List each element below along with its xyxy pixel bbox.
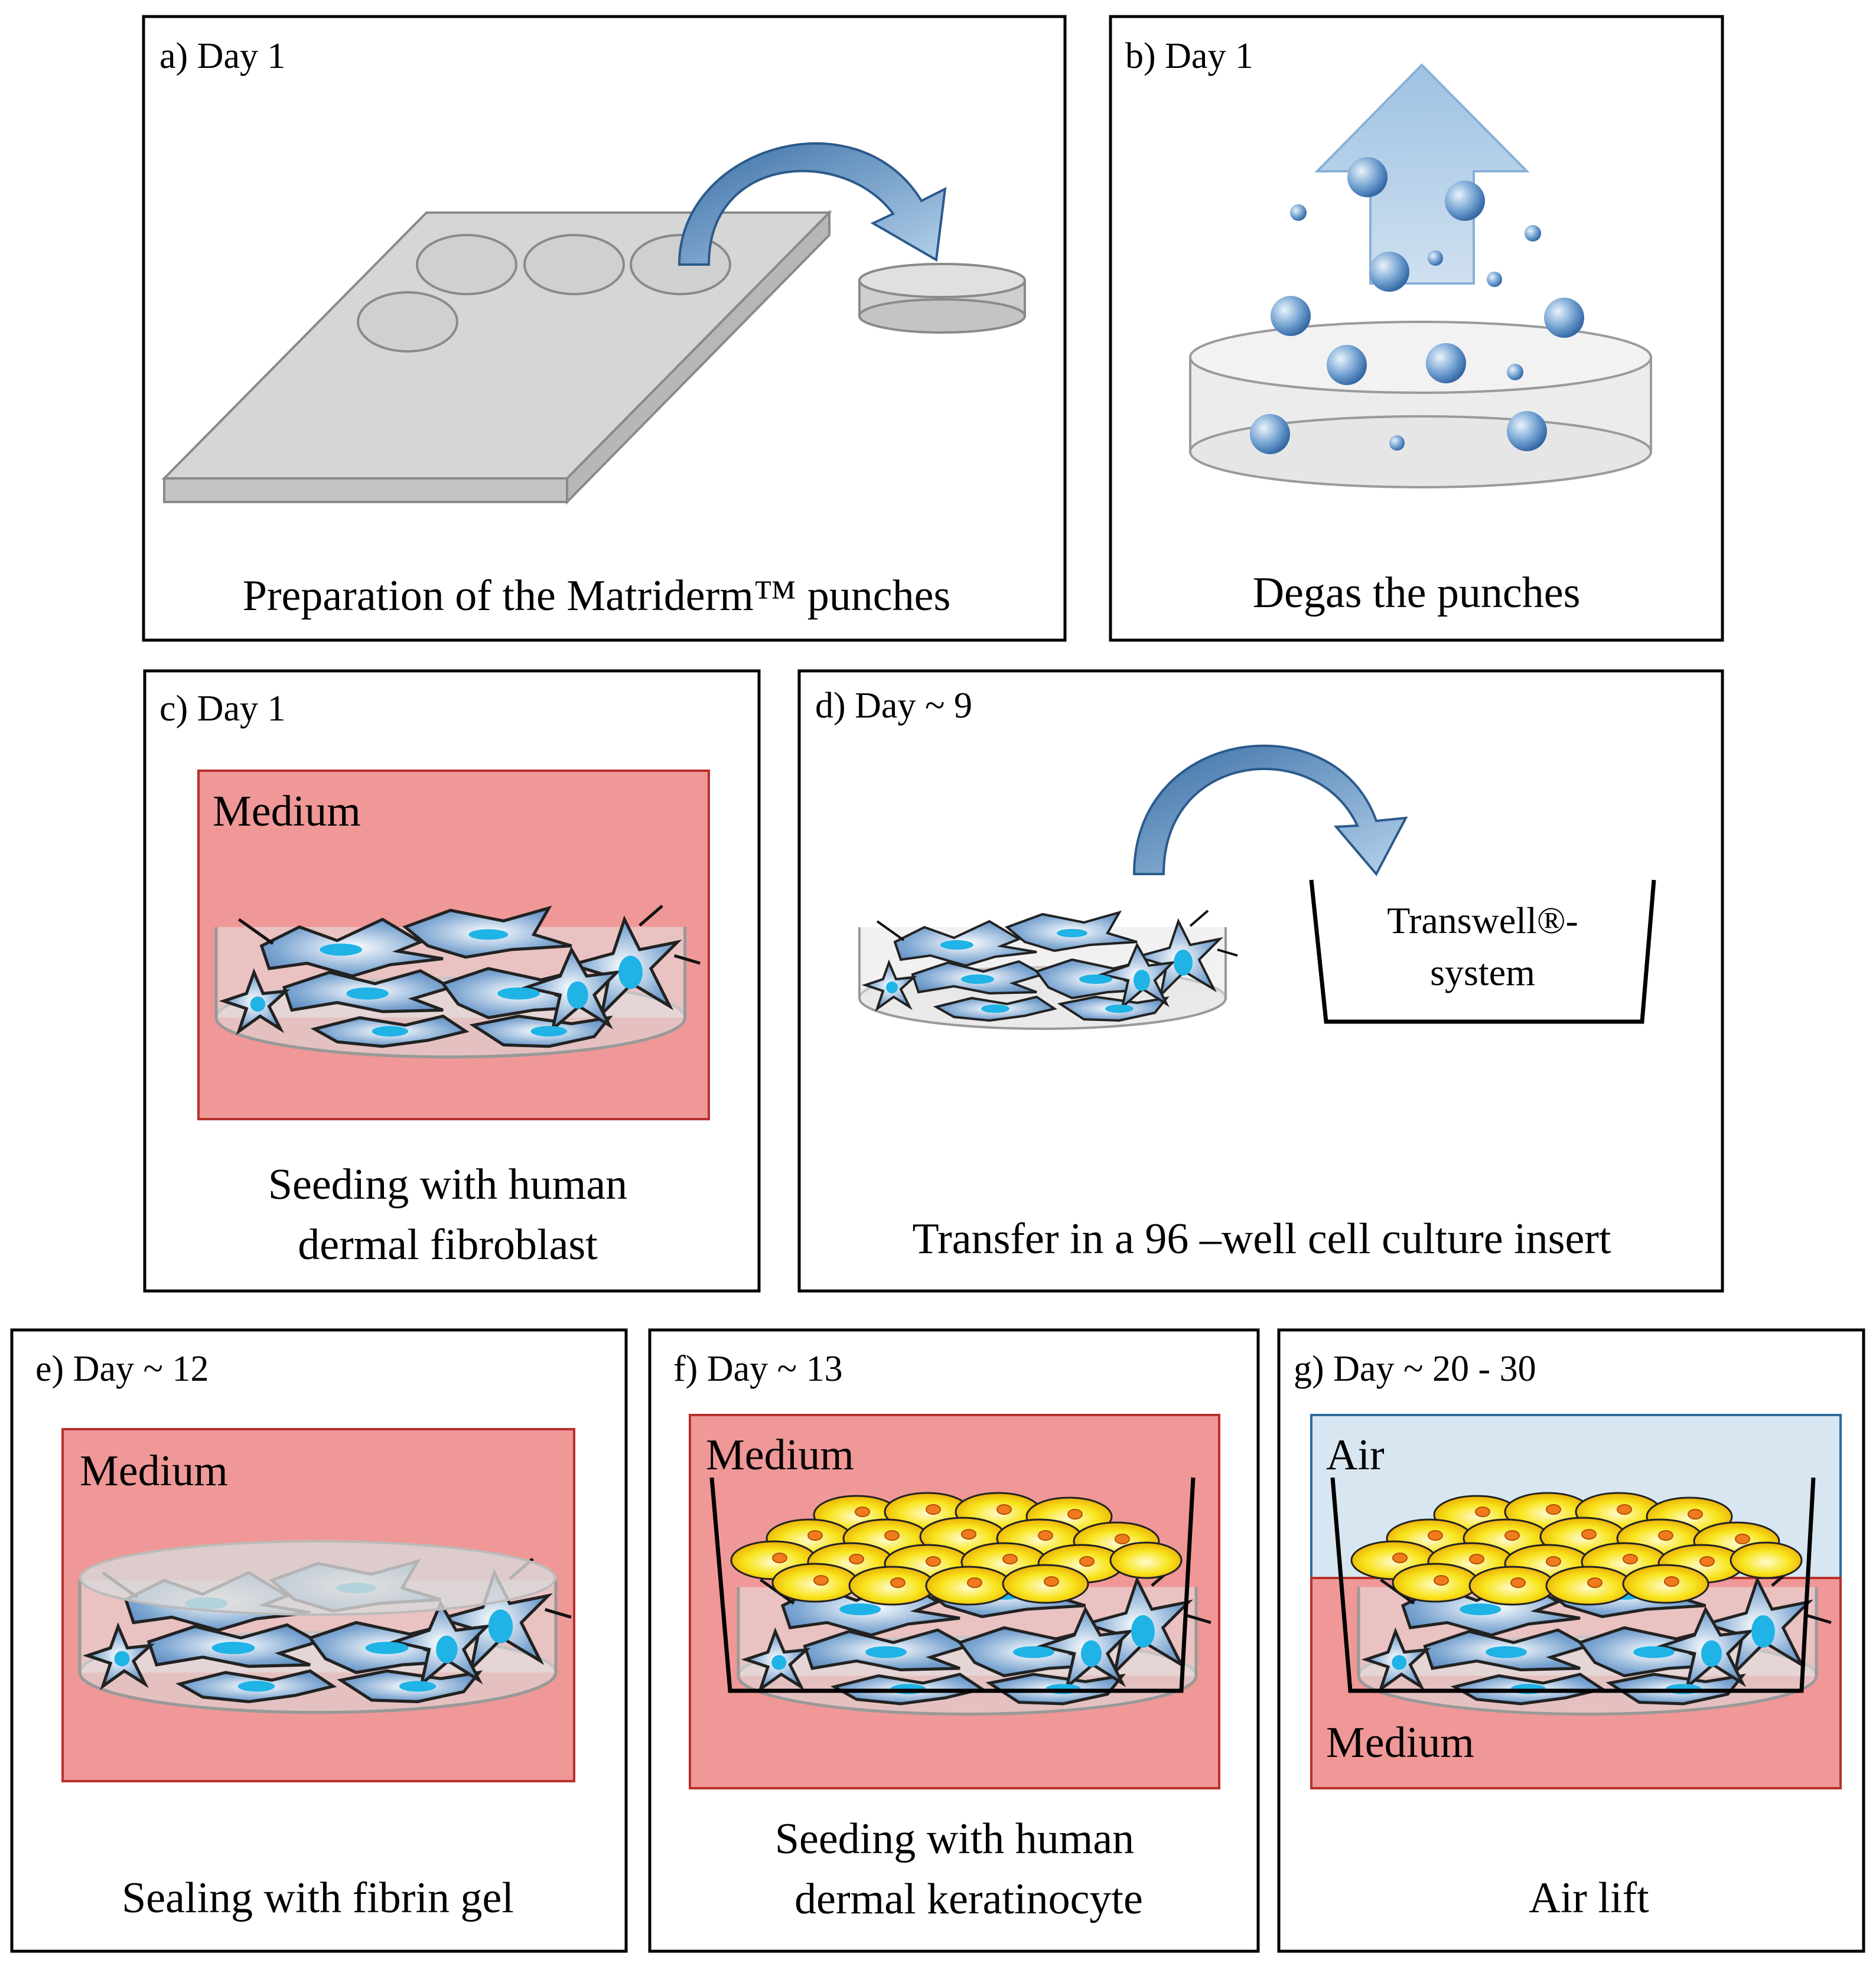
transwell-insert xyxy=(1309,879,1656,1024)
punch-hole xyxy=(523,234,625,295)
panel-e-day-label: e) Day ~ 12 xyxy=(35,1349,209,1389)
panel-f-day-label: f) Day ~ 13 xyxy=(673,1349,843,1389)
punch-hole xyxy=(416,234,517,295)
panel-a-day-label: a) Day 1 xyxy=(159,36,285,76)
panel-c-caption-line1: Seeding with human xyxy=(268,1160,627,1209)
transwell-label-line2: system xyxy=(1430,951,1535,993)
panel-f-caption-line1: Seeding with human xyxy=(775,1815,1134,1863)
fibroblast-scaffold xyxy=(216,906,700,1057)
panel-d-caption: Transfer in a 96 –well cell culture inse… xyxy=(913,1215,1611,1263)
medium-label: Medium xyxy=(706,1431,854,1479)
panel-c-day-label: c) Day 1 xyxy=(159,689,285,729)
panel-e: e) Day ~ 12 Medium Sealing with fibrin g… xyxy=(10,1328,628,1953)
transwell-insert xyxy=(1330,1477,1816,1693)
medium-label: Medium xyxy=(80,1447,228,1495)
transwell-insert xyxy=(709,1477,1196,1693)
medium-label: Medium xyxy=(1326,1719,1474,1767)
panel-g: g) Day ~ 20 - 30 Air Medium Air lift xyxy=(1277,1328,1865,1953)
air-label: Air xyxy=(1326,1431,1385,1479)
transfer-arrow-icon xyxy=(678,142,947,266)
medium-label: Medium xyxy=(213,787,361,836)
panel-g-caption: Air lift xyxy=(1529,1874,1649,1922)
panel-d: d) Day ~ 9 Transwell®- system Transfer i… xyxy=(797,669,1724,1293)
transfer-arrow-icon xyxy=(1132,744,1408,876)
panel-b: b) Day 1 Degas the punches xyxy=(1109,15,1724,642)
panel-f: f) Day ~ 13 Medium Seeding with human de… xyxy=(648,1328,1260,1953)
panel-a-caption: Preparation of the Matriderm™ punches xyxy=(243,572,951,620)
transwell-label-line1: Transwell®- xyxy=(1387,899,1578,941)
fibrin-gel-layer xyxy=(79,1540,556,1616)
panel-e-caption: Sealing with fibrin gel xyxy=(122,1874,514,1922)
panel-b-caption: Degas the punches xyxy=(1253,569,1581,617)
matriderm-sheet xyxy=(161,210,832,505)
fibroblast-scaffold xyxy=(858,909,1239,1030)
panel-d-day-label: d) Day ~ 9 xyxy=(815,686,972,726)
punch-dish xyxy=(1189,321,1652,488)
air-bubbles xyxy=(1250,157,1584,454)
matriderm-punch xyxy=(858,263,1026,334)
panel-g-day-label: g) Day ~ 20 - 30 xyxy=(1294,1349,1536,1389)
degas-up-arrow-icon xyxy=(1314,63,1530,285)
panel-c-caption-line2: dermal fibroblast xyxy=(298,1221,598,1269)
panel-c: c) Day 1 Medium Seeding with human derma… xyxy=(143,669,761,1293)
panel-f-caption-line2: dermal keratinocyte xyxy=(794,1875,1143,1923)
punch-hole xyxy=(357,291,458,353)
panel-b-day-label: b) Day 1 xyxy=(1125,36,1253,76)
panel-a: a) Day 1 Preparation of the Matriderm™ p… xyxy=(142,15,1067,642)
